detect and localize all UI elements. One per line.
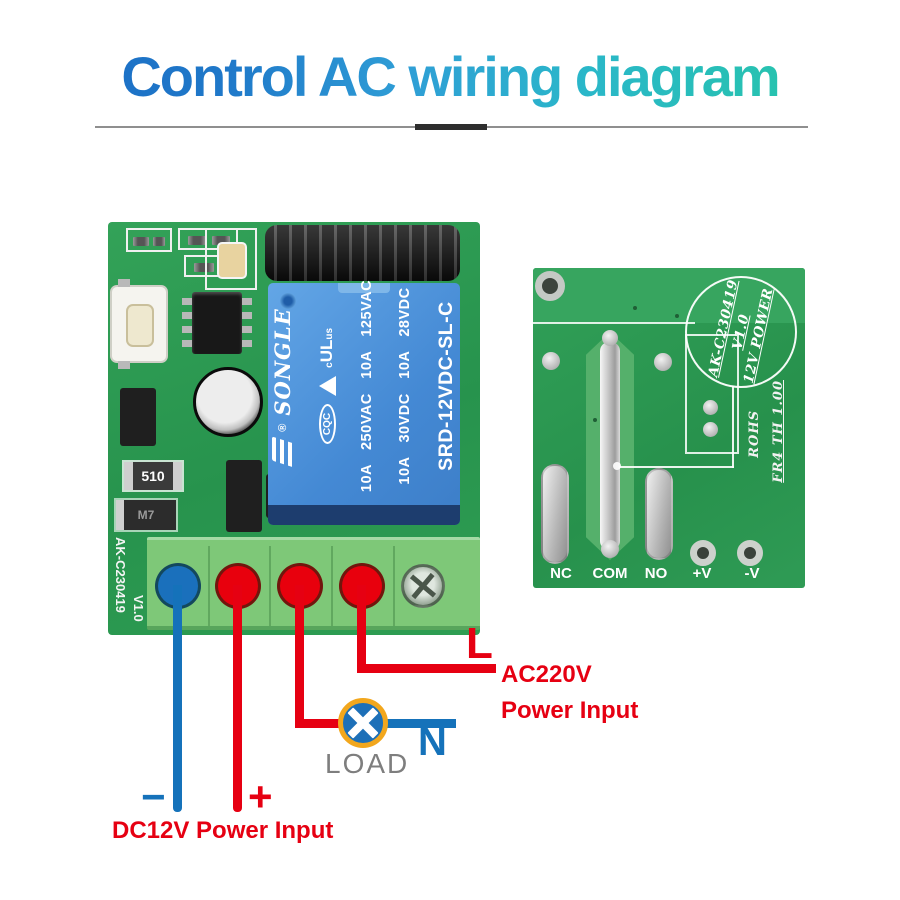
dc-minus-wire — [173, 585, 182, 812]
cqc-mark-icon: CQC — [318, 403, 336, 445]
silkscreen-trace — [732, 386, 734, 468]
smd-resistor — [212, 236, 230, 245]
relay-label: ® SONGLE CQC cULus 10A 250VAC 10A 125VAC… — [270, 272, 458, 500]
diode-label: M7 — [137, 508, 155, 522]
solder-pad — [654, 353, 672, 371]
silkscreen-circle-stamp: AK-C230419 V1.0 12V POWER — [685, 276, 797, 388]
electrolytic-capacitor — [193, 367, 263, 437]
resistor-label: 510 — [141, 468, 165, 484]
solder-pad — [703, 400, 718, 415]
circle-stamp-text: AK-C230419 V1.0 12V POWER — [704, 278, 777, 385]
ul-mark-icon: cULus — [317, 327, 336, 368]
live-wire-horizontal — [357, 664, 496, 673]
relay-rating-vdc: 10A 30VDC 10A 28VDC — [397, 287, 413, 485]
voltage-regulator — [120, 388, 156, 446]
transistor — [226, 460, 262, 532]
relay-brand: SONGLE — [270, 308, 295, 416]
resistor-510: 510 — [124, 462, 182, 490]
relay-notch — [338, 283, 390, 293]
relay-base — [268, 505, 460, 525]
no-solder-trace — [645, 468, 673, 560]
safety-triangle-icon — [318, 375, 336, 396]
terminal-label-minus-v: -V — [744, 565, 760, 582]
silkscreen-box — [126, 228, 172, 252]
smd-component — [153, 237, 165, 246]
terminal-label-no: NO — [644, 565, 668, 582]
button-actuator — [126, 304, 154, 347]
smd-resistor — [188, 236, 206, 245]
terminal-label-nc: NC — [550, 565, 572, 582]
load-label: LOAD — [325, 748, 410, 779]
registered-icon: ® — [276, 423, 289, 432]
solder-pad — [703, 422, 718, 437]
solder-pad — [542, 352, 560, 370]
smd-component — [133, 237, 149, 246]
relay-model: SRD-12VDC-SL-C — [435, 301, 457, 471]
terminal-label-com: COM — [592, 565, 628, 582]
silkscreen-dot — [613, 462, 621, 470]
receiver-board-back: AK-C230419 V1.0 12V POWER ROHS FR4 TH 1.… — [533, 268, 805, 588]
receiver-board-front: 510 M7 AK-C230419 V1.0 ® SONGLE CQC — [108, 222, 480, 635]
relay: ® SONGLE CQC cULus 10A 250VAC 10A 125VAC… — [268, 280, 460, 525]
load-lamp-icon — [338, 698, 388, 748]
terminal-label-plus-v: +V — [692, 565, 712, 582]
dc-power-label: DC12V Power Input — [112, 817, 334, 844]
button-leg — [118, 279, 130, 287]
solder-joint — [601, 540, 619, 558]
title-divider-accent — [415, 124, 487, 130]
relay-brand-row: ® SONGLE — [270, 272, 295, 500]
page-title: Control AC wiring diagram — [0, 44, 900, 109]
tactile-push-button[interactable] — [110, 279, 168, 369]
live-label: L — [466, 619, 493, 668]
diode-m7: M7 — [116, 500, 176, 530]
silkscreen-trace — [619, 466, 734, 468]
com-solder-trace — [600, 342, 620, 550]
terminal-screw[interactable] — [401, 564, 445, 608]
relay-rating-vac: 10A 250VAC 10A 125VAC — [359, 279, 375, 493]
ac-power-label-line1: AC220V — [501, 661, 592, 688]
material-text: FR4 TH 1.00 — [771, 380, 786, 483]
solder-joint — [602, 330, 618, 346]
load-wire-vertical — [295, 585, 304, 728]
relay-cert-row: CQC cULus — [317, 272, 337, 500]
minus-sign: − — [141, 773, 166, 820]
terminal-block — [147, 537, 480, 630]
crystal-silkscreen-box — [205, 228, 257, 290]
plus-v-terminal[interactable] — [690, 540, 716, 566]
relay-pin-dot — [280, 293, 296, 309]
plus-sign: + — [248, 773, 273, 820]
crystal-oscillator — [217, 242, 247, 279]
nc-solder-trace — [541, 464, 569, 564]
silkscreen-seam-line — [533, 322, 695, 324]
songle-logo-icon — [271, 436, 294, 468]
neutral-label: N — [418, 720, 447, 764]
neutral-wire — [387, 719, 456, 728]
dc-plus-wire — [233, 585, 242, 812]
live-wire-vertical — [357, 585, 366, 673]
load-wire-horizontal — [295, 719, 343, 728]
receiver-ic-chip — [182, 292, 252, 354]
minus-v-terminal[interactable] — [737, 540, 763, 566]
mounting-hole — [535, 271, 565, 301]
rohs-text: ROHS — [747, 410, 762, 458]
ac-power-label-line2: Power Input — [501, 697, 639, 724]
smd-resistor — [194, 263, 214, 272]
board-id-text: AK-C230419 — [113, 537, 128, 613]
coil-antenna — [265, 225, 460, 281]
button-leg — [118, 361, 130, 369]
board-version-text: V1.0 — [131, 595, 146, 622]
board-silkscreen-id: AK-C230419 V1.0 — [113, 537, 146, 622]
